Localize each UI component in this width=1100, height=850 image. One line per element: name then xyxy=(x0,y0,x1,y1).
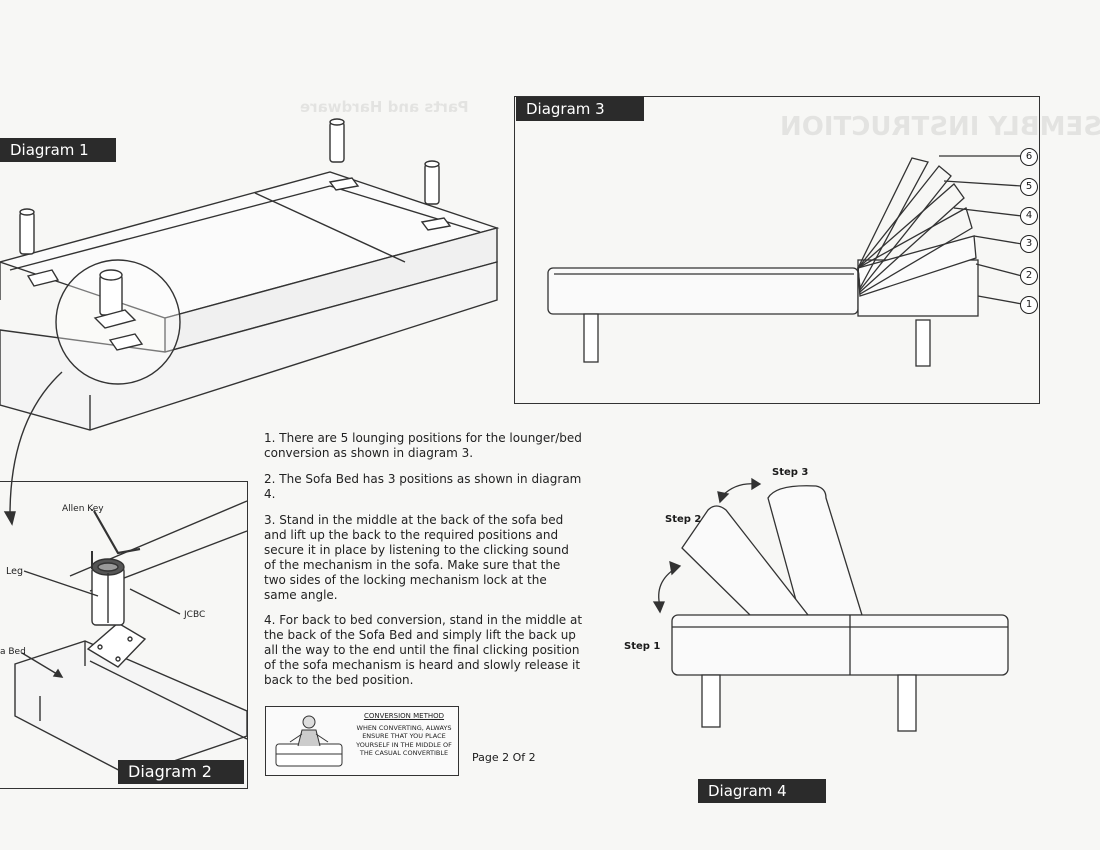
conversion-method-box: CONVERSION METHOD WHEN CONVERTING, ALWAY… xyxy=(265,706,459,776)
position-marker-6: 6 xyxy=(1020,148,1038,166)
instruction-2: 2. The Sofa Bed has 3 positions as shown… xyxy=(264,472,582,501)
instruction-4: 4. For back to bed conversion, stand in … xyxy=(264,613,583,687)
diagram-4-drawing xyxy=(652,477,1009,732)
position-marker-1: 1 xyxy=(1020,296,1038,314)
position-marker-3: 3 xyxy=(1020,235,1038,253)
diagram-2-label: Diagram 2 xyxy=(118,760,244,784)
diagram-2-drawing xyxy=(14,500,248,777)
instruction-1: 1. There are 5 lounging positions for th… xyxy=(264,431,582,460)
allen-key-label: Allen Key xyxy=(62,504,104,514)
jcbc-label: JCBC xyxy=(184,610,206,620)
diagram-3-drawing xyxy=(547,155,1023,367)
conversion-method-text: CONVERSION METHOD WHEN CONVERTING, ALWAY… xyxy=(352,712,456,758)
instruction-3: 3. Stand in the middle at the back of th… xyxy=(264,513,569,602)
leg-label: Leg xyxy=(6,566,24,577)
position-marker-5: 5 xyxy=(1020,178,1038,196)
diagram-2-frame xyxy=(0,481,248,789)
conversion-method-body: WHEN CONVERTING, ALWAYS ENSURE THAT YOU … xyxy=(356,723,452,758)
position-marker-4: 4 xyxy=(1020,207,1038,225)
diagram-3-label: Diagram 3 xyxy=(516,97,644,121)
step-1-label: Step 1 xyxy=(624,641,661,652)
conversion-method-title: CONVERSION METHOD xyxy=(363,712,445,720)
diagram-1-label: Diagram 1 xyxy=(0,138,116,162)
person-on-sofa-icon xyxy=(275,715,343,767)
step-2-label: Step 2 xyxy=(665,514,702,525)
diagram-3-frame xyxy=(514,96,1040,404)
step-3-label: Step 3 xyxy=(772,467,809,478)
diagram-4-label: Diagram 4 xyxy=(698,779,826,803)
bed-label: a Bed xyxy=(0,647,26,657)
page-number: Page 2 Of 2 xyxy=(472,751,536,764)
position-marker-2: 2 xyxy=(1020,267,1038,285)
